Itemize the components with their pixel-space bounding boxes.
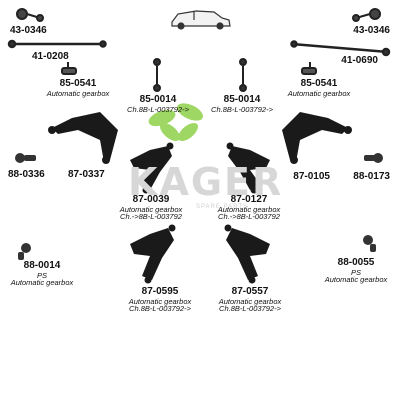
- part-note: Automatic gearbox: [10, 278, 74, 288]
- part-code: 85-0541: [300, 78, 338, 89]
- control-arm-icon: [226, 142, 270, 194]
- part-code: 87-0557: [231, 286, 269, 297]
- part-code: 85-0014: [139, 94, 177, 105]
- part-note: Automatic gearbox: [324, 275, 388, 285]
- control-arm-icon: [130, 224, 176, 284]
- control-arm-icon: [224, 224, 270, 284]
- part-label: 87-0337: [68, 169, 105, 181]
- control-arm-icon: [130, 142, 174, 194]
- part-note: Ch.8B-L-003792->: [129, 304, 191, 314]
- part-code: 43-0346: [353, 25, 390, 36]
- part-label: 85-0014 Ch.8B-L-003792->: [118, 94, 198, 114]
- part-label: 88-0336: [8, 169, 45, 181]
- part-note: Automatic gearbox: [287, 88, 351, 98]
- part-label: 88-0055 PS Automatic gearbox: [314, 257, 398, 285]
- part-label: 87-0127 Automatic gearbox Ch.->8B-L-0037…: [204, 194, 294, 222]
- part-code: 87-0127: [230, 194, 268, 205]
- part-note: Automatic gearbox: [128, 296, 192, 306]
- tie-rod-icon: [7, 39, 107, 49]
- part-note: PS: [36, 270, 47, 280]
- part-label: 85-0541 Automatic gearbox: [268, 78, 370, 98]
- part-label: 87-0595 Automatic gearbox Ch.8B-L-003792…: [110, 286, 210, 314]
- part-note: Automatic gearbox: [218, 296, 282, 306]
- car-icon: [171, 10, 231, 30]
- part-code: 87-0039: [132, 194, 170, 205]
- part-code: 88-0014: [23, 260, 61, 271]
- ball-joint-icon: [364, 153, 383, 163]
- part-label: 41-0208: [32, 51, 69, 63]
- part-code: 88-0336: [8, 169, 45, 180]
- ball-joint-icon: [15, 153, 36, 163]
- tie-rod-end-icon: [16, 8, 44, 22]
- part-label: 88-0173: [353, 171, 390, 183]
- part-note: Automatic gearbox: [119, 204, 183, 214]
- part-label: 41-0690: [341, 55, 378, 67]
- part-label: 43-0346: [353, 25, 390, 37]
- stabilizer-rod-icon: [153, 58, 161, 92]
- part-code: 85-0014: [223, 94, 261, 105]
- control-arm-icon: [48, 112, 118, 164]
- part-code: 41-0690: [341, 55, 378, 66]
- part-label: 88-0014 PS Automatic gearbox: [2, 260, 82, 288]
- part-note: Ch.8B-L-003792->: [219, 304, 281, 314]
- part-code: 85-0541: [59, 78, 97, 89]
- part-label: 87-0105: [293, 171, 330, 183]
- part-label: 87-0557 Automatic gearbox Ch.8B-L-003792…: [200, 286, 300, 314]
- stabilizer-link-icon: [301, 62, 317, 75]
- part-label: 85-0014 Ch.8B-L-003792->: [202, 94, 282, 114]
- leaf-logo-icon: [148, 103, 204, 141]
- stabilizer-link-icon: [61, 62, 77, 75]
- part-code: 87-0595: [141, 286, 179, 297]
- part-code: 41-0208: [32, 51, 69, 62]
- part-label: 87-0039 Automatic gearbox Ch.->8B-L-0037…: [106, 194, 196, 222]
- part-note: Ch.8B-L-003792->: [211, 104, 273, 114]
- tie-rod-end-icon: [352, 8, 381, 22]
- part-note: Ch.8B-L-003792->: [127, 104, 189, 114]
- part-label: 85-0541 Automatic gearbox: [30, 78, 126, 98]
- part-code: 43-0346: [10, 25, 47, 36]
- stabilizer-rod-icon: [239, 58, 247, 92]
- ball-joint-icon: [363, 235, 376, 252]
- part-note: Automatic gearbox: [46, 88, 110, 98]
- watermark-subtext: SPARE PARTS: [196, 204, 249, 210]
- watermark-text: KAGER: [128, 160, 284, 204]
- part-code: 88-0173: [353, 171, 390, 182]
- control-arm-icon: [282, 112, 352, 164]
- part-note: PS: [350, 267, 361, 277]
- part-note: Automatic gearbox: [217, 204, 281, 214]
- part-code: 88-0055: [337, 257, 375, 268]
- part-note: Ch.->8B-L-003792: [218, 212, 280, 222]
- part-note: Ch.->8B-L-003792: [120, 212, 182, 222]
- ball-joint-icon: [18, 243, 31, 260]
- part-code: 87-0337: [68, 169, 105, 180]
- part-code: 87-0105: [293, 171, 330, 182]
- tie-rod-icon: [290, 40, 391, 57]
- part-label: 43-0346: [10, 25, 47, 37]
